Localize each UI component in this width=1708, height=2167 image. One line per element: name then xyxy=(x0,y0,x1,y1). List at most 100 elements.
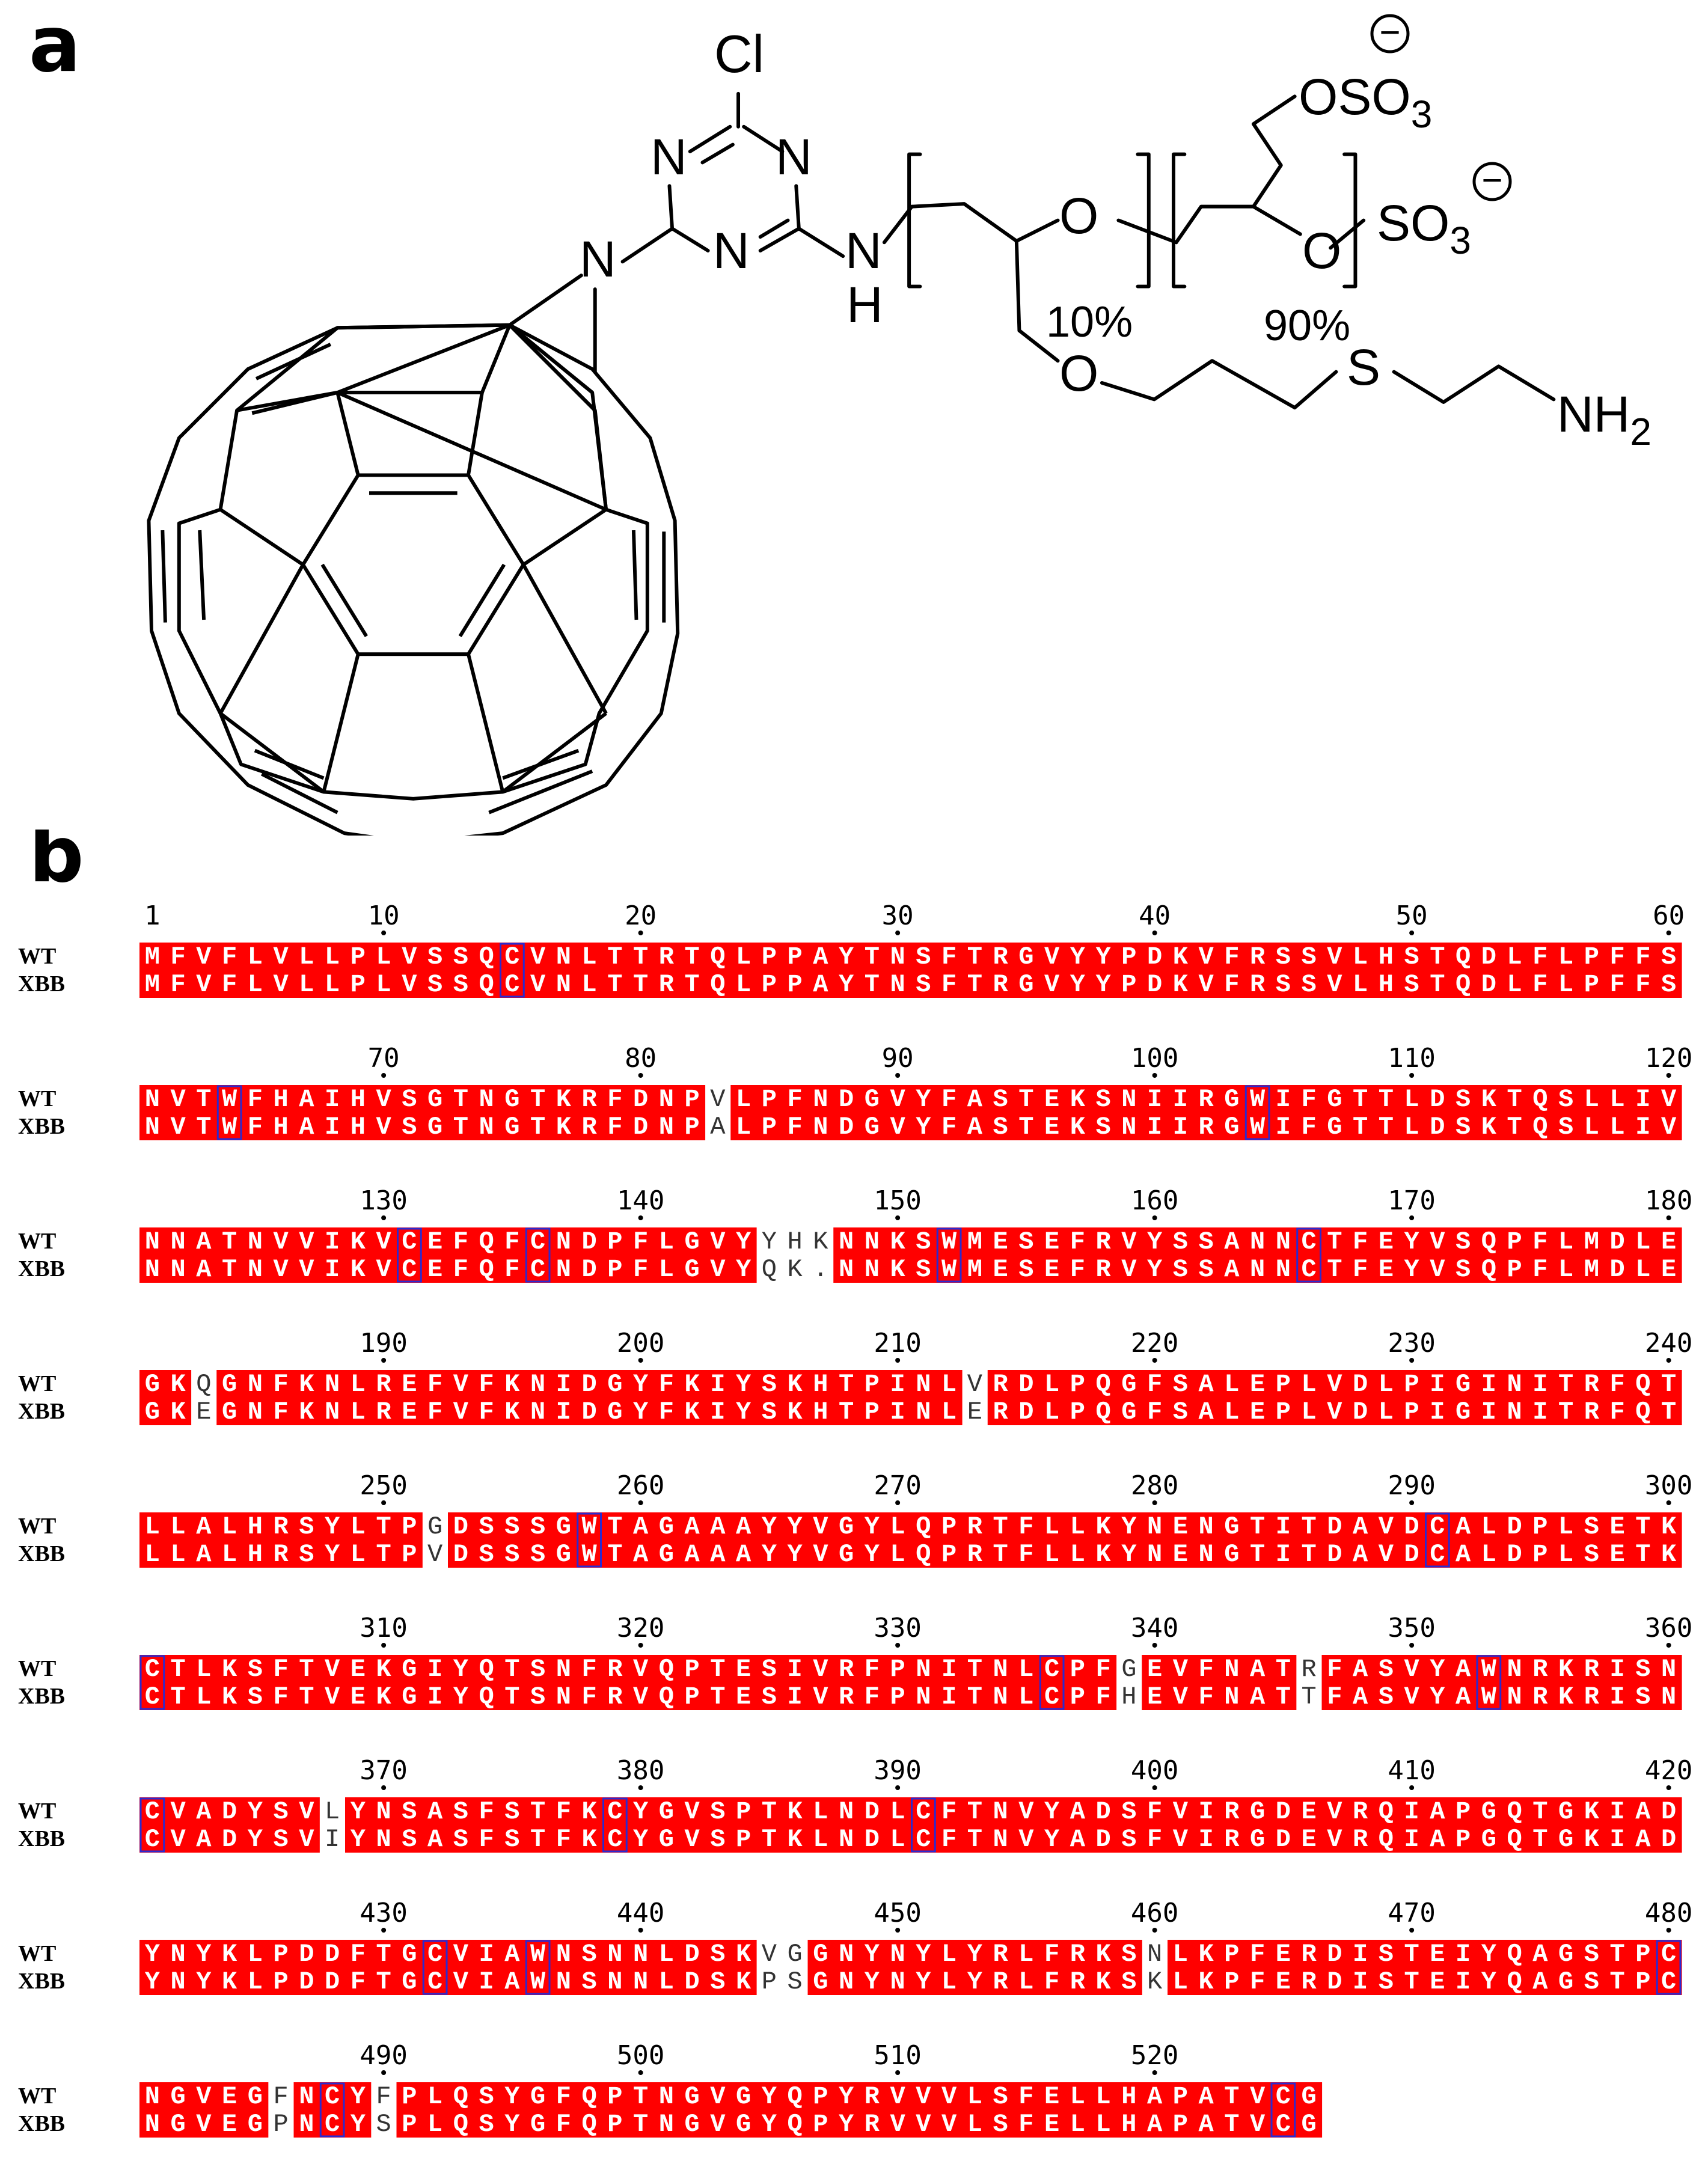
residue-conserved: P xyxy=(350,970,366,999)
residue-conserved: Q xyxy=(1481,1227,1496,1256)
residue-conserved: Y xyxy=(916,1967,931,1996)
conserved-column xyxy=(602,943,628,998)
conserved-column xyxy=(1656,1512,1682,1568)
residue-conserved: K xyxy=(556,1085,572,1114)
residue-conserved: T xyxy=(376,1512,391,1541)
residue-conserved: V xyxy=(941,2110,957,2139)
residue-conserved: F xyxy=(1302,1085,1317,1114)
conserved-column xyxy=(1527,1655,1553,1710)
conserved-column xyxy=(551,1797,577,1853)
residue-conserved: N xyxy=(659,2082,674,2111)
residue-conserved: P xyxy=(1584,943,1599,971)
residue-conserved: V xyxy=(685,1825,700,1854)
residue-conserved: C xyxy=(145,1797,160,1826)
conserved-column xyxy=(1193,1512,1220,1568)
conserved-column xyxy=(782,1512,809,1568)
residue-conserved: R xyxy=(839,1655,854,1684)
conserved-column xyxy=(576,2082,603,2138)
residue-conserved: S xyxy=(993,2082,1008,2111)
residue-conserved: D xyxy=(865,1797,880,1826)
residue-conserved: K xyxy=(788,1797,803,1826)
residue-conserved: P xyxy=(1532,1512,1547,1541)
residue-conserved: E xyxy=(736,1655,751,1684)
conserved-column xyxy=(679,1370,706,1425)
residue-variable: E xyxy=(196,1398,211,1426)
residue-conserved: S xyxy=(427,943,442,971)
conserved-column xyxy=(473,1797,500,1853)
position-tick xyxy=(895,931,901,935)
residue-conserved: Y xyxy=(350,1797,366,1826)
conserved-column xyxy=(884,1940,911,1995)
conserved-column xyxy=(1656,1655,1682,1710)
residue-conserved: V xyxy=(633,1655,649,1684)
conserved-column xyxy=(1244,943,1271,998)
conserved-column xyxy=(293,1227,320,1283)
residue-conserved: R xyxy=(1096,1227,1112,1256)
residue-conserved: L xyxy=(1044,1512,1059,1541)
residue-conserved: V xyxy=(813,1655,828,1684)
residue-conserved: I xyxy=(1481,1370,1496,1399)
residue-conserved: K xyxy=(582,1825,598,1854)
residue-conserved: A xyxy=(1635,1825,1651,1854)
residue-conserved: N xyxy=(1199,1512,1214,1541)
residue-conserved: I xyxy=(788,1655,803,1684)
residue-conserved: Y xyxy=(1481,1967,1497,1996)
residue-conserved: T xyxy=(710,1683,725,1711)
conserved-column xyxy=(1630,1227,1656,1283)
residue-conserved: V xyxy=(171,1825,186,1854)
conserved-column xyxy=(1065,1512,1091,1568)
conserved-column xyxy=(268,1512,295,1568)
conserved-column xyxy=(191,1655,217,1710)
highlight-box xyxy=(525,1940,551,1995)
conserved-column xyxy=(473,2082,500,2138)
conserved-column xyxy=(139,1512,166,1568)
conserved-column xyxy=(1450,1512,1477,1568)
residue-conserved: R xyxy=(1532,1683,1548,1711)
residue-conserved: E xyxy=(1661,1227,1676,1256)
conserved-column xyxy=(1168,1655,1194,1710)
residue-conserved: Y xyxy=(325,1512,340,1541)
residue-conserved: N xyxy=(633,1967,648,1996)
residue-conserved: D xyxy=(839,1113,854,1142)
conserved-column xyxy=(319,2082,346,2138)
residue-conserved: Y xyxy=(633,1398,649,1426)
conserved-column xyxy=(576,1797,603,1853)
residue-conserved: F xyxy=(556,1825,571,1854)
residue-conserved: A xyxy=(1147,2082,1163,2111)
residue-conserved: Y xyxy=(633,1825,649,1854)
residue-conserved: L xyxy=(376,970,391,999)
conserved-column xyxy=(319,1085,346,1140)
residue-conserved: N xyxy=(659,1113,674,1142)
conserved-column xyxy=(345,1227,372,1283)
residue-conserved: N xyxy=(1276,1227,1291,1256)
residue-conserved: T xyxy=(762,1825,777,1854)
conserved-column xyxy=(1013,1655,1039,1710)
residue-conserved: T xyxy=(1635,1540,1650,1569)
residue-conserved: I xyxy=(788,1683,803,1711)
conserved-column xyxy=(165,943,192,998)
residue-conserved: N xyxy=(1121,1113,1136,1142)
residue-conserved: L xyxy=(1018,1940,1033,1969)
residue-conserved: V xyxy=(1250,2110,1266,2139)
conserved-column xyxy=(191,2082,217,2138)
conserved-column xyxy=(1065,1797,1091,1853)
position-number: 1 xyxy=(144,900,161,931)
residue-conserved: L xyxy=(941,1967,957,1996)
residue-conserved: A xyxy=(196,1227,212,1256)
conserved-column xyxy=(1039,1940,1065,1995)
residue-conserved: P xyxy=(890,1683,905,1711)
conserved-column xyxy=(1039,943,1065,998)
conserved-column xyxy=(473,943,500,998)
conserved-column xyxy=(756,1655,783,1710)
conserved-column xyxy=(1553,1370,1579,1425)
residue-variable: L xyxy=(325,1797,340,1826)
conserved-column xyxy=(165,2082,192,2138)
conserved-column xyxy=(1013,1512,1039,1568)
residue-conserved: T xyxy=(865,943,880,971)
residue-conserved: K xyxy=(1558,1655,1574,1684)
residue-conserved: E xyxy=(993,1255,1008,1284)
residue-conserved: V xyxy=(1430,1255,1445,1284)
conserved-column xyxy=(1579,1940,1605,1995)
residue-conserved: A xyxy=(1199,1398,1214,1426)
